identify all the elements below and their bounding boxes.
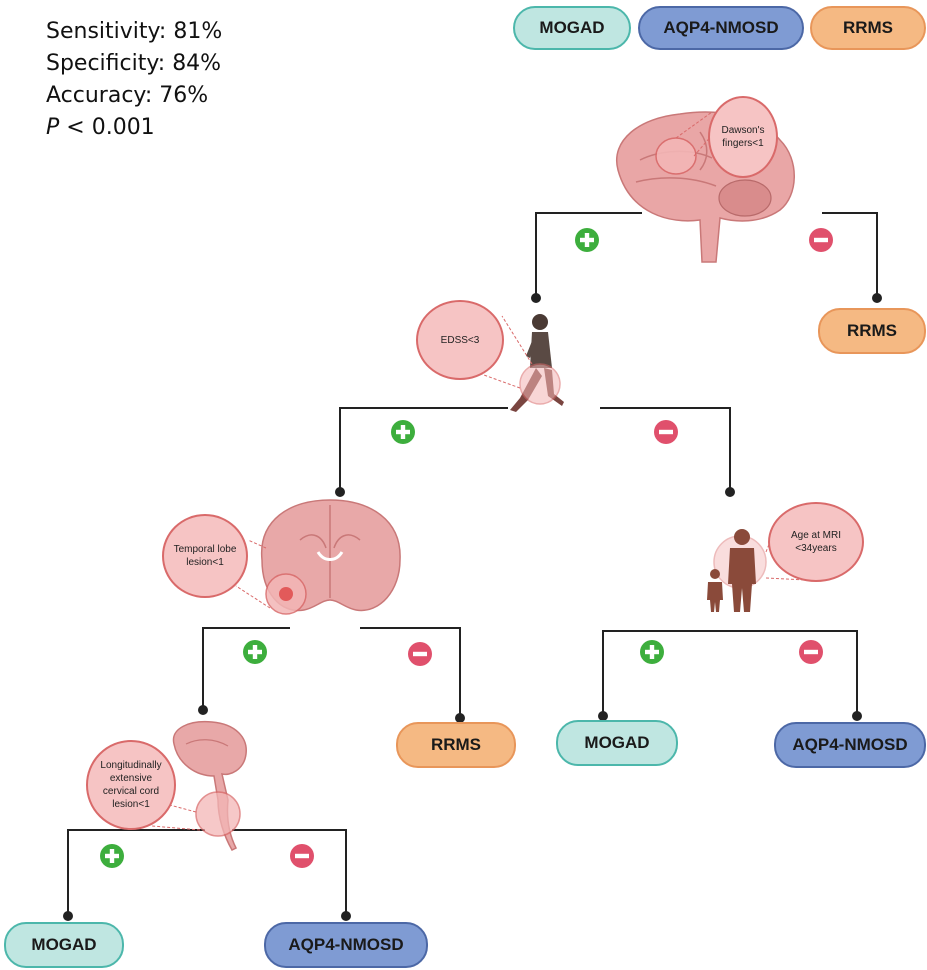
minus-circle-icon (809, 228, 833, 252)
minus-circle-icon (290, 844, 314, 868)
node-temporal-lobe-lesion: Temporal lobe lesion<1 (162, 514, 248, 598)
node-cervical-cord-lesion: Longitudinally extensive cervical cord l… (86, 740, 176, 830)
brain-spinal-cord-icon (151, 720, 247, 851)
leaf-rrms: RRMS (818, 308, 926, 354)
minus-circle-icon (799, 640, 823, 664)
leaf-mogad: MOGAD (556, 720, 678, 766)
leaf-mogad: MOGAD (4, 922, 124, 968)
node-edss: EDSS<3 (416, 300, 504, 380)
leaf-aqp4-nmosd: AQP4-NMOSD (264, 922, 428, 968)
node-age-at-mri: Age at MRI <34years (768, 502, 864, 582)
legend-aqp4-nmosd: AQP4-NMOSD (638, 6, 804, 50)
performance-stats: Sensitivity: 81% Specificity: 84% Accura… (46, 16, 222, 144)
p-symbol: P (46, 115, 60, 140)
plus-circle-icon (100, 844, 124, 868)
minus-circle-icon (654, 420, 678, 444)
tree-lines (67, 212, 878, 914)
accuracy-text: Accuracy: 76% (46, 83, 209, 108)
walking-person-icon (469, 314, 564, 412)
minus-circle-icon (408, 642, 432, 666)
p-value-text: P < 0.001 (46, 112, 222, 144)
branch-endpoints (63, 293, 882, 921)
leaf-aqp4-nmosd: AQP4-NMOSD (774, 722, 926, 768)
specificity-text: Specificity: 84% (46, 51, 222, 76)
plus-circle-icon (391, 420, 415, 444)
p-value: < 0.001 (59, 115, 155, 140)
node-dawsons-fingers: Dawson's fingers<1 (708, 96, 778, 178)
sensitivity-text: Sensitivity: 81% (46, 19, 223, 44)
plus-circle-icon (243, 640, 267, 664)
brain-coronal-icon (235, 499, 401, 615)
legend-rrms: RRMS (810, 6, 926, 50)
legend-mogad: MOGAD (513, 6, 631, 50)
plus-circle-icon (575, 228, 599, 252)
parent-child-icon (707, 515, 807, 612)
leaf-rrms: RRMS (396, 722, 516, 768)
plus-circle-icon (640, 640, 664, 664)
